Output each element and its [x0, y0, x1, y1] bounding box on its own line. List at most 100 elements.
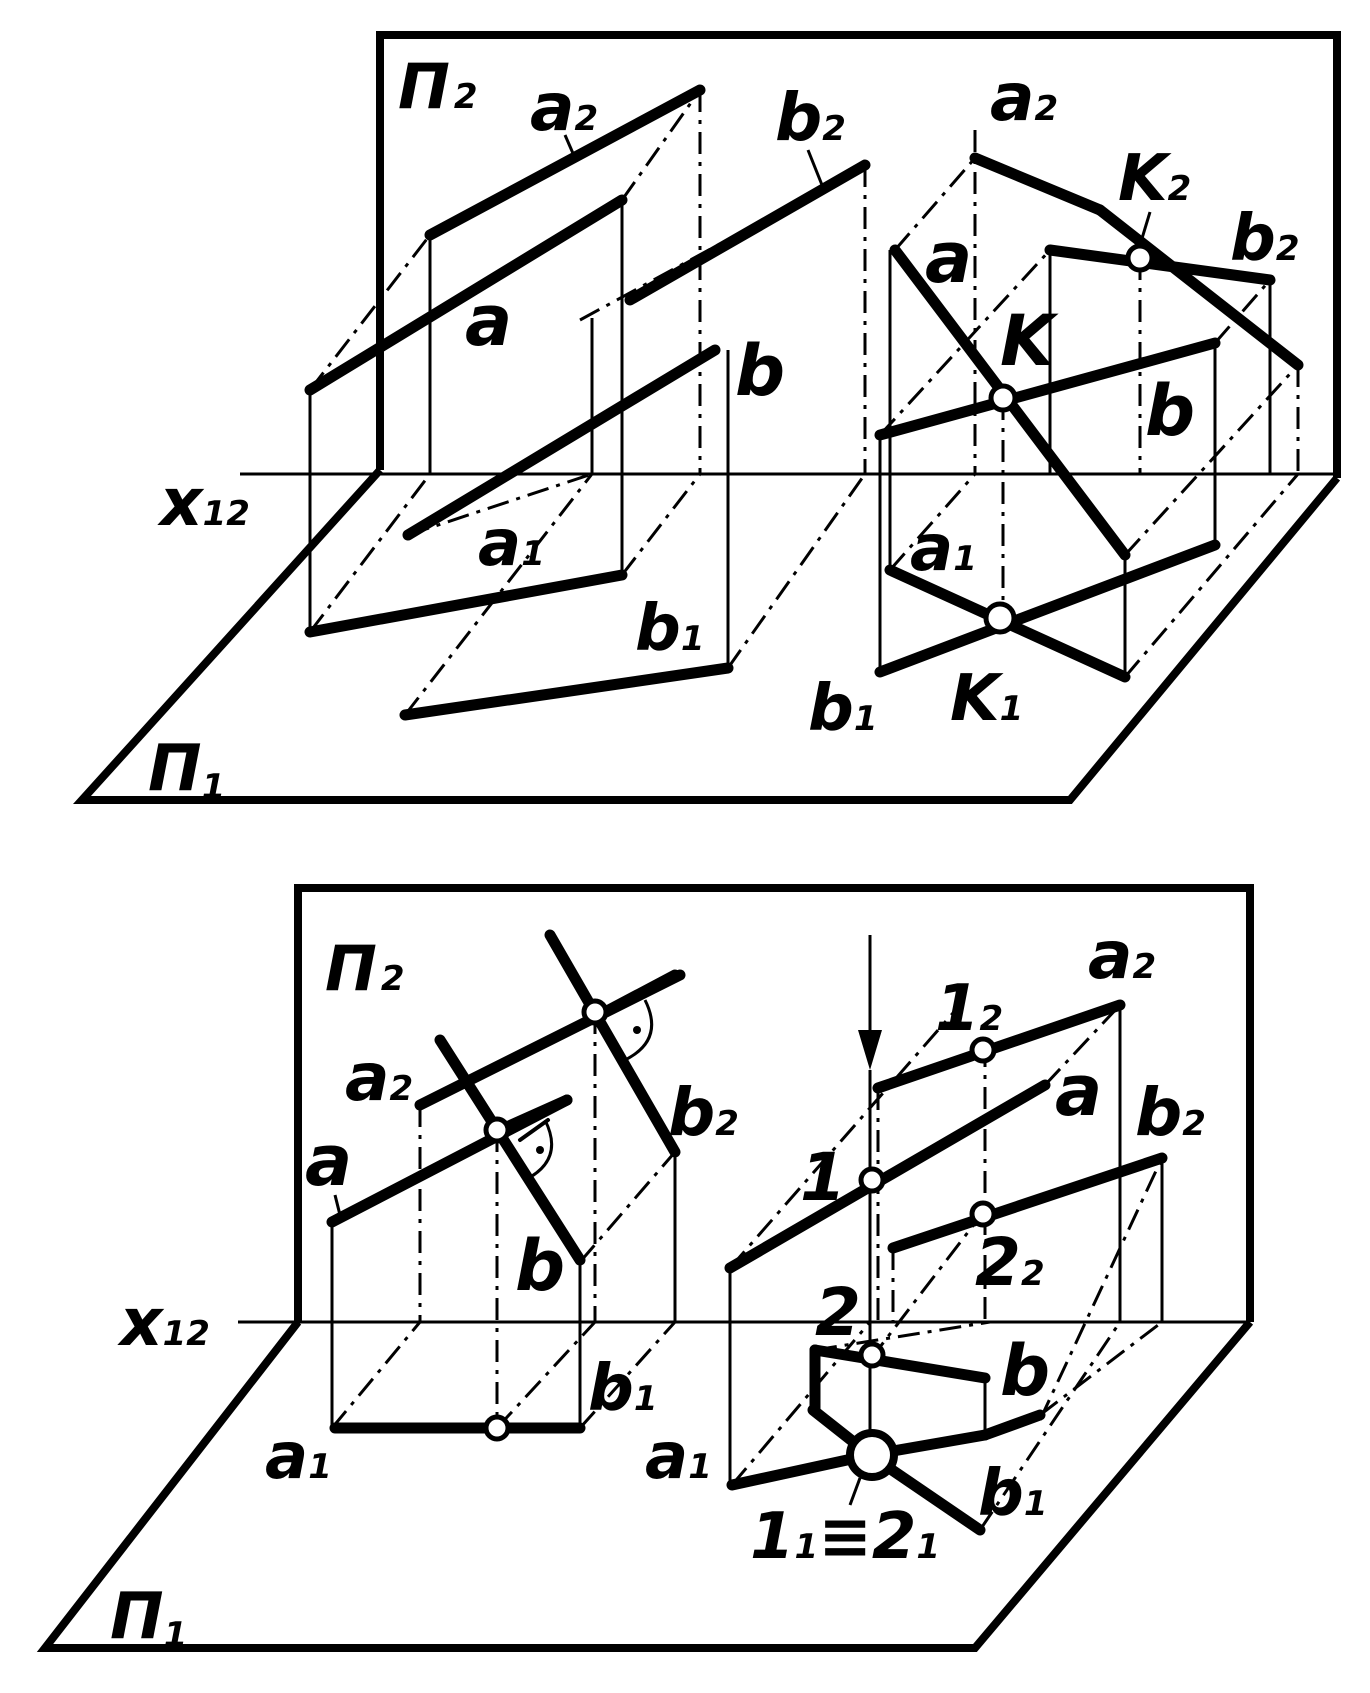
- top-right-a1-label: a1: [910, 512, 977, 586]
- top-point-K: [988, 383, 1018, 413]
- bottom-right-point-11-21: [846, 1429, 898, 1481]
- top-right-b-line: [874, 337, 1221, 441]
- top-plane-h-frame: [72, 467, 1341, 804]
- bottom-left-a-label: a: [305, 1120, 352, 1202]
- top-right-a2-dash: [893, 157, 977, 251]
- bottom-right-1-label: 1: [800, 1139, 846, 1216]
- top-left-b1-label: b1: [635, 592, 704, 666]
- top-right-a-label: a: [925, 217, 972, 299]
- bottom-right-dash4: [1039, 1320, 1163, 1417]
- top-right-b-label: b: [1145, 370, 1195, 452]
- bottom-right-arrow-head: [858, 1030, 882, 1070]
- bottom-right-dash2: [1043, 1003, 1122, 1087]
- bottom-left-b2-label: b2: [668, 1074, 739, 1151]
- bottom-left-cross1: [544, 929, 681, 1158]
- bottom-right-dash3: [868, 1209, 987, 1361]
- bottom-right-point-1: [858, 1166, 886, 1194]
- bottom-plane-h-label: П1: [110, 1580, 187, 1655]
- top-left-a-line: [304, 194, 628, 396]
- top-left-b1-link2: [726, 473, 867, 669]
- top-left-a-box-dash: [308, 234, 432, 391]
- bottom-left-link2: [495, 1320, 597, 1430]
- top-plane-v-frame: [376, 31, 1341, 478]
- bottom-right-point-2: [858, 1341, 886, 1369]
- bottom-right-b-stub: [979, 1409, 1046, 1441]
- bottom-right-dash5: [1038, 1157, 1164, 1421]
- bottom-right-dash1: [728, 1004, 962, 1269]
- top-right-b1-label: b1: [808, 672, 877, 746]
- bottom-left-b-label: b: [515, 1225, 565, 1307]
- top-left-b2-line: [624, 159, 871, 306]
- bottom-right-b2-line: [887, 1152, 1168, 1254]
- bottom-left-b-stub: [494, 1094, 573, 1136]
- bottom-left-right-angle-arc1: [524, 1119, 554, 1182]
- top-left-b1-link: [403, 473, 594, 716]
- top-right-K-label: K: [1000, 300, 1059, 382]
- bottom-left-link4: [578, 1151, 677, 1263]
- top-left-a2-leader: [563, 134, 577, 159]
- top-left-b1-line: [399, 662, 734, 721]
- bottom-right-a1-label: a1: [645, 1420, 712, 1494]
- bottom-left-right-angle-dot1: [536, 1146, 544, 1154]
- top-point-K1: [983, 601, 1017, 635]
- bottom-left-a2-label: a2: [345, 1039, 413, 1116]
- top-left-b-line: [402, 344, 721, 541]
- bottom-right-point-2-2: [969, 1200, 997, 1228]
- bottom-plane-v-frame: [294, 884, 1254, 1322]
- bottom-left-a1-label: a1: [265, 1420, 332, 1494]
- top-point-K2: [1125, 243, 1155, 273]
- bottom-right-2-label: 2: [815, 1274, 861, 1351]
- bottom-left-b1-label: b1: [588, 1352, 657, 1426]
- top-right-b1-line: [874, 539, 1221, 678]
- bottom-right-coincide-leader: [848, 1477, 862, 1506]
- bottom-left-cross2: [434, 1034, 586, 1266]
- top-right-a2-label: a2: [990, 59, 1058, 136]
- top-left-a1-line: [304, 569, 628, 638]
- bottom-right-b1-label: b1: [978, 1457, 1047, 1531]
- bottom-plane-h-frame: [36, 1319, 1254, 1652]
- bottom-right-b2-label: b2: [1135, 1074, 1206, 1151]
- top-K2-leader: [1138, 211, 1152, 246]
- top-right-K2-label: K2: [1118, 142, 1191, 216]
- top-right-b-dash: [1213, 279, 1272, 344]
- top-left-a1-box: [620, 473, 702, 576]
- bottom-right-a2-label: a2: [1088, 917, 1156, 994]
- bottom-right-dash6: [730, 1321, 872, 1486]
- bottom-right-a-label: a: [1055, 1050, 1102, 1132]
- bottom-right-b-line: [809, 1344, 991, 1384]
- top-right-b2-line: [1044, 244, 1276, 286]
- bottom-left-right-angle-dot2: [633, 1026, 641, 1034]
- top-right-b2-label: b2: [1230, 202, 1299, 276]
- bottom-left-point-upper: [581, 998, 609, 1026]
- bottom-right-a2-line: [872, 999, 1126, 1094]
- top-right-K1-label: K1: [950, 662, 1023, 736]
- bottom-right-2-2-label: 22: [975, 1224, 1045, 1301]
- top-left-b-label: b: [735, 330, 785, 412]
- top-right-x-link2: [1123, 473, 1300, 678]
- bottom-left-right-angle1: [518, 1118, 550, 1142]
- top-axis-label: x12: [157, 464, 250, 541]
- bottom-axis-label: x12: [117, 1284, 210, 1361]
- top-left-a1-label: a1: [478, 507, 545, 581]
- top-left-b2-leader: [806, 149, 824, 186]
- top-left-b2-dash: [579, 163, 866, 322]
- bottom-right-1-2-label: 12: [935, 972, 1003, 1046]
- bottom-left-point-h: [483, 1414, 511, 1442]
- top-left-a-label: a: [465, 280, 512, 362]
- top-left-a1-link: [308, 473, 432, 633]
- bottom-right-dash8: [814, 1320, 991, 1352]
- bottom-left-link1: [330, 1321, 422, 1429]
- bottom-left-point-mid: [483, 1116, 511, 1144]
- top-left-a2-line: [424, 84, 706, 241]
- top-left-b2-label: b2: [775, 79, 846, 156]
- bottom-right-a-line: [724, 1079, 1051, 1274]
- top-left-a2-label: a2: [530, 69, 598, 146]
- top-right-a2-left: [969, 152, 1106, 216]
- bottom-right-coincide-label: 11≡21: [750, 1500, 940, 1574]
- top-left-b-box: [407, 472, 593, 537]
